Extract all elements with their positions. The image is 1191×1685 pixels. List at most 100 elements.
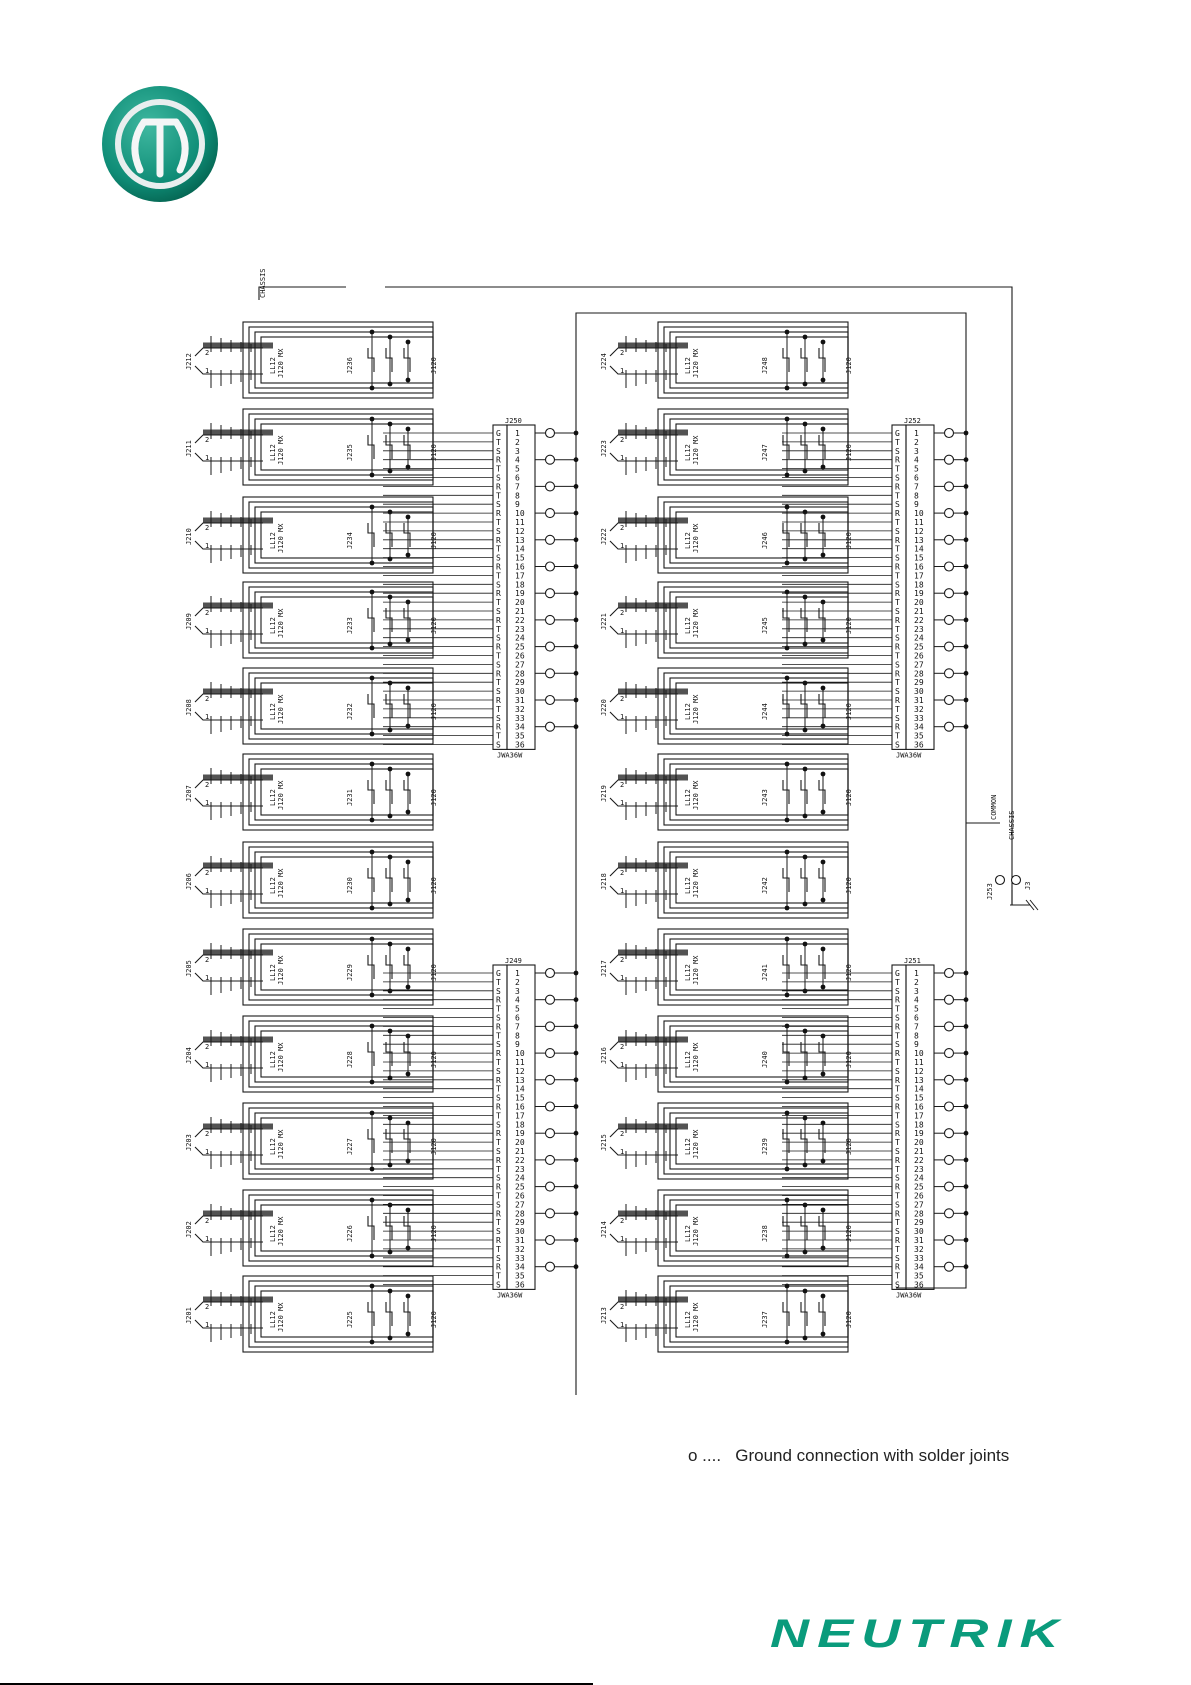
pin-signal-label: T — [496, 1138, 501, 1147]
junction-dot — [405, 723, 411, 729]
mid-part-label: J120 — [845, 1138, 853, 1155]
footer-rule — [0, 1683, 593, 1685]
junction-dot — [963, 617, 969, 623]
junction-dot — [784, 849, 790, 855]
pin-number-label: 16 — [914, 1103, 924, 1112]
switch-contact — [800, 955, 808, 979]
switch-contact — [403, 435, 411, 459]
jack-pin-label: 1 — [620, 1061, 624, 1069]
junction-dot — [573, 617, 579, 623]
jack-pin-label: 2 — [205, 869, 209, 877]
switch-contact — [782, 1216, 790, 1240]
pin-signal-label: R — [496, 509, 501, 518]
mid-label: J244 — [761, 703, 769, 720]
junction-dot — [963, 1024, 969, 1029]
pin-number-label: 25 — [515, 643, 525, 652]
jack-label: J213 — [600, 1307, 608, 1324]
junction-dot — [387, 1202, 393, 1208]
jack-pin-label: 2 — [620, 781, 624, 789]
junction-dot — [573, 724, 579, 730]
mid-part-label: J120 — [430, 789, 438, 806]
ground-solder-joint-icon — [544, 967, 556, 979]
jack-label: J208 — [185, 699, 193, 716]
pin-number-label: 3 — [914, 447, 919, 456]
junction-dot — [573, 430, 579, 436]
connector-footer-label: JWA36W — [497, 1291, 523, 1299]
pin-signal-label: R — [895, 723, 900, 732]
jack-pin-label: 1 — [620, 367, 624, 375]
pin-number-label: 10 — [914, 509, 924, 518]
ground-solder-joint-icon — [544, 1128, 556, 1139]
bus-loop — [675, 943, 849, 991]
pin-signal-label: R — [496, 616, 501, 625]
pin-signal-label: S — [895, 1281, 900, 1290]
mid-label: J245 — [761, 617, 769, 634]
jack-pin-label: 2 — [205, 436, 209, 444]
mid-part-label: J120 — [430, 877, 438, 894]
pin-number-label: 22 — [515, 616, 525, 625]
jack-lower — [609, 625, 678, 635]
junction-dot — [784, 329, 790, 335]
pin-signal-label: R — [496, 1076, 501, 1085]
jack-upper — [194, 522, 263, 532]
switch-contact — [818, 523, 826, 547]
bus-loop — [260, 1290, 434, 1338]
pin-number-label: 26 — [914, 652, 924, 661]
switch-contact — [782, 694, 790, 718]
mid-label: J237 — [761, 1311, 769, 1328]
ground-solder-joint-icon — [544, 1234, 556, 1246]
pin-number-label: 7 — [515, 482, 520, 491]
pin-signal-label: S — [895, 634, 900, 643]
pin-number-label: 30 — [914, 1227, 924, 1236]
jack-pin-label: 2 — [620, 349, 624, 357]
pin-signal-label: S — [895, 987, 900, 996]
mid-label: J227 — [346, 1138, 354, 1155]
pin-signal-label: G — [496, 969, 501, 978]
ground-solder-joint-icon — [544, 994, 556, 1005]
pin-signal-label: S — [496, 447, 501, 456]
pin-number-label: 24 — [914, 634, 924, 643]
junction-dot — [963, 1104, 969, 1109]
pin-signal-label: T — [496, 705, 501, 714]
mid-label: J242 — [761, 877, 769, 894]
jack-pin-label: 2 — [205, 1130, 209, 1138]
mid-label: J243 — [761, 789, 769, 806]
jack-pin-label: 1 — [620, 799, 624, 807]
jack-lower — [609, 1233, 678, 1243]
pin-signal-label: S — [496, 1040, 501, 1049]
junction-dot — [405, 1331, 411, 1337]
pin-number-label: 15 — [515, 554, 525, 563]
pin-number-label: 1 — [914, 429, 919, 438]
pin-number-label: 35 — [515, 1272, 525, 1281]
pin-signal-label: S — [895, 1174, 900, 1183]
bus-loop — [675, 856, 849, 904]
ground-solder-joint-icon — [544, 641, 556, 652]
ground-solder-joint-icon — [943, 1208, 955, 1219]
jack-part-label: LL12 — [269, 1225, 277, 1242]
pin-signal-label: T — [496, 1031, 501, 1040]
pin-signal-label: R — [496, 1022, 501, 1031]
mid-part-label: J120 — [845, 532, 853, 549]
ground-solder-joint-icon — [943, 1234, 955, 1246]
chassis-wire-right — [385, 286, 1013, 906]
mid-part-label: J120 — [430, 617, 438, 634]
pin-signal-label: T — [895, 465, 900, 474]
pin-number-label: 5 — [914, 465, 919, 474]
bus-loop — [260, 1204, 434, 1252]
pin-number-label: 2 — [515, 978, 520, 987]
ground-solder-joint-icon — [544, 481, 556, 492]
pin-signal-label: S — [895, 500, 900, 509]
ground-solder-joint-icon — [943, 534, 955, 545]
jack-subpart-label: J120 MX — [692, 780, 700, 810]
pin-signal-label: R — [895, 643, 900, 652]
jack-part-label: LL12 — [684, 1138, 692, 1155]
jack-pin-label: 1 — [620, 1148, 624, 1156]
pin-number-label: 6 — [515, 474, 520, 483]
bus-loop — [675, 1117, 849, 1165]
switch-contact — [385, 608, 393, 632]
mid-label: J247 — [761, 444, 769, 461]
